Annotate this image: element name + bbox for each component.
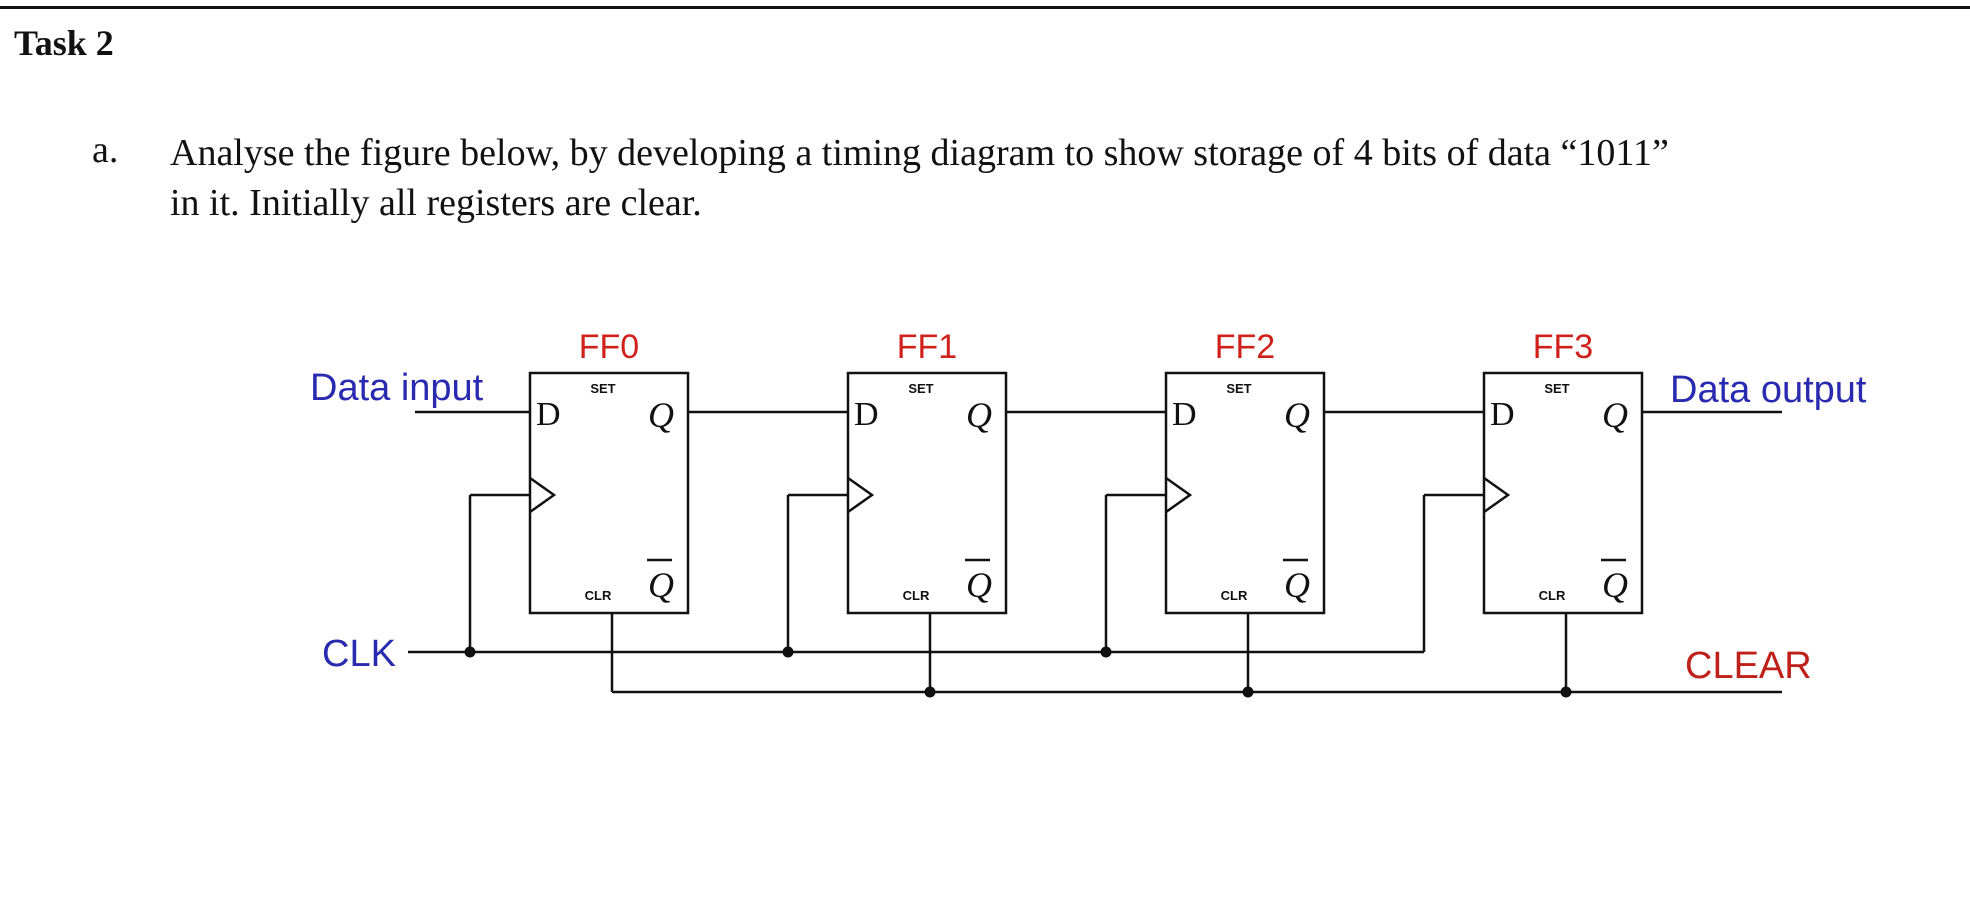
qbar-pin-label: Q (1602, 565, 1628, 605)
clock-triangle-icon (529, 476, 557, 514)
flipflop-box (846, 371, 1008, 615)
flipflop-box (528, 371, 690, 615)
flipflop-box (1164, 371, 1326, 615)
top-rule (0, 6, 1970, 9)
d-pin-label: D (1490, 396, 1515, 433)
clock-triangle-icon (847, 476, 875, 514)
data-output-label: Data output (1670, 369, 1867, 411)
d-pin-label: D (536, 396, 561, 433)
set-pin-label: SET (908, 381, 933, 396)
flipflop-box (1482, 371, 1644, 615)
question-line-1: Analyse the figure below, by developing … (170, 132, 1669, 174)
clock-triangle-icon (1483, 476, 1511, 514)
clr-pin-label: CLR (1539, 588, 1566, 603)
clock-triangle-icon (1165, 476, 1193, 514)
clr-pin-label: CLR (585, 588, 612, 603)
clr-pin-label: CLR (903, 588, 930, 603)
question-line-2: in it. Initially all registers are clear… (170, 182, 702, 224)
question-text: Analyse the figure below, by developing … (170, 128, 1930, 228)
data-input-label: Data input (310, 367, 484, 409)
q-pin-label: Q (1284, 395, 1310, 435)
qbar-pin-label: Q (1284, 565, 1310, 605)
qbar-pin-label: Q (648, 565, 674, 605)
task-title: Task 2 (14, 23, 114, 63)
d-pin-label: D (1172, 396, 1197, 433)
q-pin-label: Q (1602, 395, 1628, 435)
wires (408, 410, 1782, 698)
clear-label: CLEAR (1685, 645, 1812, 687)
q-pin-label: Q (648, 395, 674, 435)
set-pin-label: SET (590, 381, 615, 396)
clk-label: CLK (322, 633, 396, 675)
clr-pin-label: CLR (1221, 588, 1248, 603)
q-pin-label: Q (966, 395, 992, 435)
flipflop-name: FF0 (579, 328, 639, 366)
signal-labels: Data input Data output CLK CLEAR (310, 367, 1867, 687)
set-pin-label: SET (1226, 381, 1251, 396)
question-label: a. (92, 129, 119, 171)
flipflop-name: FF3 (1533, 328, 1593, 366)
qbar-pin-label: Q (966, 565, 992, 605)
flipflop-name: FF2 (1215, 328, 1275, 366)
flipflops: FF0DSETQQCLRFF1DSETQQCLRFF2DSETQQCLRFF3D… (528, 328, 1644, 615)
flipflop-name: FF1 (897, 328, 957, 366)
set-pin-label: SET (1544, 381, 1569, 396)
d-pin-label: D (854, 396, 879, 433)
